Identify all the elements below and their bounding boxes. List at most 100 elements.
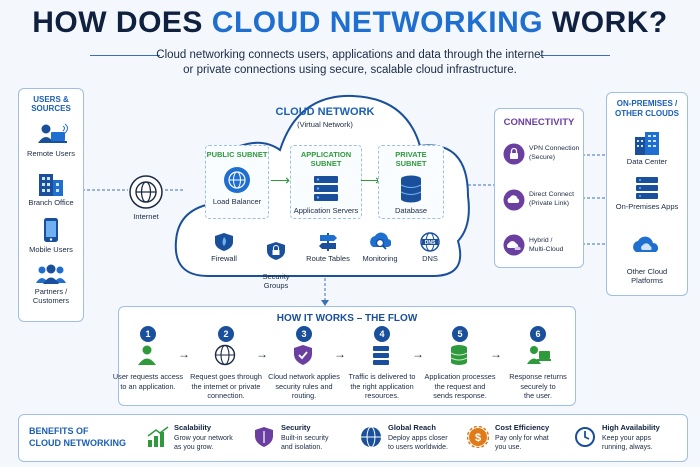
remote-users-label: Remote Users	[27, 149, 75, 158]
branch-office-item: Branch Office	[19, 168, 83, 207]
hybrid-cloud-label: Hybrid / Multi-Cloud	[529, 237, 564, 253]
laptop-user-icon	[38, 123, 68, 143]
private-subnet: PRIVATE SUBNET Database	[378, 145, 444, 219]
dns-label: DNS	[422, 254, 438, 263]
other-cloud-item: Other Cloud Platforms	[607, 221, 687, 285]
connectivity-title: CONNECTIVITY	[503, 117, 575, 128]
benefit-text: Deploy apps closer to users worldwide.	[388, 435, 448, 451]
data-center-label: Data Center	[626, 157, 668, 166]
application-servers-label: Application Servers	[293, 206, 359, 215]
remote-users-item: Remote Users	[19, 123, 83, 158]
security-groups-label: Security Groups	[262, 272, 290, 290]
monitoring-label: Monitoring	[362, 254, 398, 263]
flow-step-text: Cloud network applies security rules and…	[268, 372, 340, 400]
security-shield-icon	[253, 426, 275, 453]
onprem-panel: ON-PREMISES / OTHER CLOUDS Data Center O…	[606, 92, 688, 296]
private-subnet-title: PRIVATE SUBNET	[395, 150, 427, 168]
cloud-link-icon	[503, 189, 525, 211]
internet-node: Internet	[120, 174, 172, 221]
subtitle-rule-right	[540, 55, 610, 56]
user-icon	[136, 344, 158, 371]
flow-step-number: 1	[140, 326, 156, 342]
vpn-connection-item	[503, 143, 525, 170]
direct-connect-item	[503, 189, 525, 216]
database-item: Database	[379, 174, 443, 215]
route-tables-label: Route Tables	[306, 254, 350, 263]
globe-icon	[129, 175, 163, 209]
svg-text:DNS: DNS	[425, 240, 436, 246]
flow-arrow: →	[256, 347, 268, 361]
flow-step-text: Traffic is delivered to the right applic…	[348, 372, 416, 400]
flow-step-text: Application processes the request and se…	[424, 372, 496, 400]
monitoring-service: Monitoring	[356, 232, 404, 263]
benefit-heading: Cost Efficiency	[495, 423, 550, 432]
onprem-apps-label: On-Premises Apps	[615, 202, 679, 211]
shield-check-icon	[292, 344, 314, 371]
lock-icon	[503, 143, 525, 165]
svg-text:$: $	[475, 432, 481, 444]
page-title: HOW DOES CLOUD NETWORKING WORK?	[0, 6, 700, 40]
flow-arrow: →	[412, 347, 424, 361]
cloud-subtitle: (Virtual Network)	[297, 120, 353, 129]
dns-globe-icon: DNS	[420, 232, 440, 252]
mobile-users-item: Mobile Users	[19, 217, 83, 254]
database-label: Database	[394, 206, 428, 215]
application-subnet: APPLICATION SUBNET Application Servers	[290, 145, 362, 219]
data-center-item: Data Center	[607, 129, 687, 166]
database-icon	[448, 344, 470, 371]
internet-label: Internet	[133, 212, 159, 221]
benefit-heading: High Availability	[602, 423, 660, 432]
subnet-arrow-1: ⟶	[270, 172, 291, 188]
signpost-icon	[319, 233, 337, 251]
benefit-heading: Global Reach	[388, 423, 436, 432]
firewall-label: Firewall	[211, 254, 237, 263]
monitoring-icon	[370, 232, 391, 250]
mobile-users-label: Mobile Users	[29, 245, 73, 254]
subnet-arrow-2: ⟶	[360, 172, 381, 188]
flow-step-number: 5	[452, 326, 468, 342]
users-panel: USERS & SOURCES Remote Users Branch Offi…	[18, 88, 84, 322]
subtitle-line1: Cloud networking connects users, applica…	[156, 49, 544, 61]
subtitle-line2: or private connections using secure, sca…	[183, 64, 517, 76]
partners-item: Partners / Customers	[19, 263, 83, 305]
group-users-icon	[36, 264, 66, 284]
cloud-header: CLOUD NETWORK (Virtual Network)	[250, 106, 400, 129]
server-rack-icon	[370, 344, 392, 371]
subtitle: Cloud networking connects users, applica…	[150, 48, 550, 78]
shield-lock-icon	[267, 242, 285, 260]
users-panel-title: USERS & SOURCES	[31, 95, 71, 113]
load-balancer-icon	[224, 167, 250, 193]
benefit-heading: Security	[281, 423, 311, 432]
onprem-apps-item: On-Premises Apps	[607, 176, 687, 211]
flow-step-number: 4	[374, 326, 390, 342]
branch-office-label: Branch Office	[28, 198, 74, 207]
flow-step-text: Response returns securely to the user.	[509, 372, 567, 400]
laptop-user-icon	[526, 344, 552, 371]
globe-icon	[214, 344, 236, 371]
benefit-heading: Scalability	[174, 423, 212, 432]
hybrid-cloud-item	[503, 234, 525, 261]
flow-arrow: →	[490, 347, 502, 361]
flow-step-text: User requests access to an application.	[112, 372, 184, 391]
flow-title: HOW IT WORKS – THE FLOW	[276, 313, 418, 324]
public-subnet: PUBLIC SUBNET Load Balancer	[205, 145, 269, 219]
availability-clock-icon	[574, 426, 596, 453]
flow-step-text: Request goes through the internet or pri…	[190, 372, 262, 400]
server-icon	[636, 177, 658, 199]
firewall-service: Firewall	[200, 232, 248, 263]
flow-arrow: →	[178, 347, 190, 361]
onprem-title: ON-PREMISES / OTHER CLOUDS	[615, 99, 679, 118]
load-balancer-item: Load Balancer	[206, 165, 268, 206]
security-groups-service: Security Groups	[252, 232, 300, 290]
benefits-title: BENEFITS OF CLOUD NETWORKING	[29, 426, 126, 448]
building-icon	[39, 174, 63, 196]
title-part2: WORK?	[543, 6, 668, 39]
flow-step-number: 3	[296, 326, 312, 342]
global-reach-icon	[360, 426, 382, 453]
other-cloud-label: Other Cloud Platforms	[626, 267, 668, 285]
dns-service: DNS DNS	[406, 232, 454, 263]
title-highlight: CLOUD NETWORKING	[211, 6, 544, 39]
connectivity-panel: CONNECTIVITY VPN Connection (Secure) Dir…	[494, 108, 584, 268]
cloud-title: CLOUD NETWORK	[275, 106, 375, 118]
benefit-text: Grow your network as you grow.	[174, 435, 233, 451]
